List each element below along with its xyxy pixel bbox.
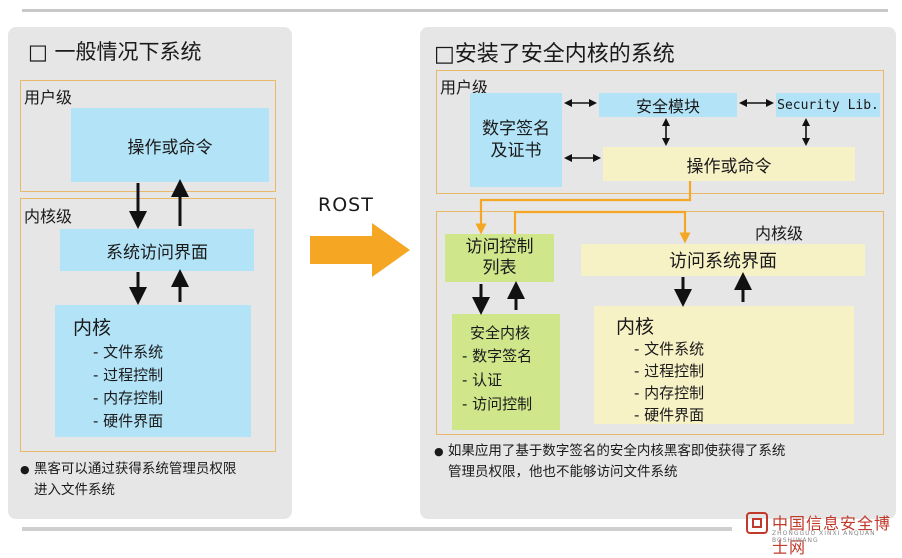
right-kernel-items: - 文件系统 - 过程控制 - 内存控制 - 硬件界面 (634, 338, 704, 426)
right-ops-box: 操作或命令 (603, 147, 855, 181)
bottom-divider (22, 527, 732, 531)
right-kernel-level-label: 内核级 (755, 224, 804, 243)
bullet: ● (20, 463, 30, 476)
right-kernel-item: - 内存控制 (634, 384, 705, 402)
transition-label: ROST (318, 194, 374, 216)
security-lib-box: Security Lib. (776, 93, 880, 117)
left-kernel-title: 内核 (73, 317, 112, 339)
security-kernel-box: 安全内核 - 数字签名 - 认证 - 访问控制 (452, 314, 560, 430)
left-user-level-label: 用户级 (24, 88, 73, 107)
left-ops-box: 操作或命令 (71, 108, 269, 182)
left-kernel-level-label: 内核级 (24, 207, 73, 226)
right-kernel-item: - 过程控制 (634, 362, 705, 380)
watermark-logo-inner (752, 518, 762, 528)
right-user-level-label: 用户级 (440, 78, 489, 97)
left-note: ● 黑客可以通过获得系统管理员权限 进入文件系统 (20, 459, 282, 501)
security-kernel-items: - 数字签名 - 认证 - 访问控制 (462, 344, 532, 416)
signature-cert-line2: 及证书 (490, 141, 542, 161)
bullet: ● (434, 445, 444, 458)
left-note-line1: 黑客可以通过获得系统管理员权限 (33, 461, 237, 477)
right-note-line1: 如果应用了基于数字签名的安全内核黑客即使获得了系统 (447, 443, 786, 459)
ops-to-acl-orange-arrow (475, 181, 692, 235)
left-syscall-box: 系统访问界面 (60, 229, 254, 271)
right-user-level-zone (436, 70, 884, 194)
connector-layer (129, 99, 810, 315)
right-kernel-item: - 文件系统 (634, 340, 705, 358)
security-kernel-item: - 认证 (462, 371, 503, 389)
right-kernel-item: - 硬件界面 (634, 406, 705, 424)
watermark-logo (746, 512, 768, 534)
right-note: ● 如果应用了基于数字签名的安全内核黑客即使获得了系统 管理员权限，他也不能够访… (434, 441, 890, 483)
signature-cert-box: 数字签名 及证书 (470, 93, 562, 187)
left-note-line2: 进入文件系统 (34, 482, 115, 498)
secure-system-title: □安装了安全内核的系统 (434, 42, 675, 67)
right-note-line2: 管理员权限，他也不能够访问文件系统 (448, 464, 678, 480)
acl-line1: 访问控制 (465, 237, 534, 257)
left-user-level-zone (20, 80, 276, 192)
acl-to-syscall-orange-arrow (513, 210, 691, 244)
left-kernel-item: - 内存控制 (93, 389, 164, 407)
security-module-box: 安全模块 (599, 93, 737, 117)
left-kernel-item: - 过程控制 (93, 366, 164, 384)
left-kernel-level-zone (20, 198, 276, 452)
top-divider (22, 9, 888, 12)
security-kernel-title: 安全内核 (470, 324, 531, 342)
signature-cert-line1: 数字签名 (482, 119, 550, 139)
security-kernel-item: - 访问控制 (462, 395, 533, 413)
left-kernel-item: - 硬件界面 (93, 412, 164, 430)
transition-arrow (310, 223, 410, 277)
normal-system-title: □ 一般情况下系统 (28, 40, 202, 64)
watermark-subtext: ZHONGGUO XINXI ANQUAN BOSHIWANG (772, 530, 876, 544)
left-kernel-items: - 文件系统 - 过程控制 - 内存控制 - 硬件界面 (93, 341, 163, 433)
left-kernel-item: - 文件系统 (93, 343, 164, 361)
acl-line2: 列表 (482, 258, 517, 278)
security-kernel-item: - 数字签名 (462, 347, 533, 365)
right-kernel-title: 内核 (616, 316, 655, 338)
right-kernel-box: 内核 - 文件系统 - 过程控制 - 内存控制 - 硬件界面 (594, 306, 854, 424)
acl-box: 访问控制 列表 (445, 234, 554, 282)
right-syscall-box: 访问系统界面 (581, 244, 865, 276)
left-kernel-box: 内核 - 文件系统 - 过程控制 - 内存控制 - 硬件界面 (55, 305, 251, 437)
